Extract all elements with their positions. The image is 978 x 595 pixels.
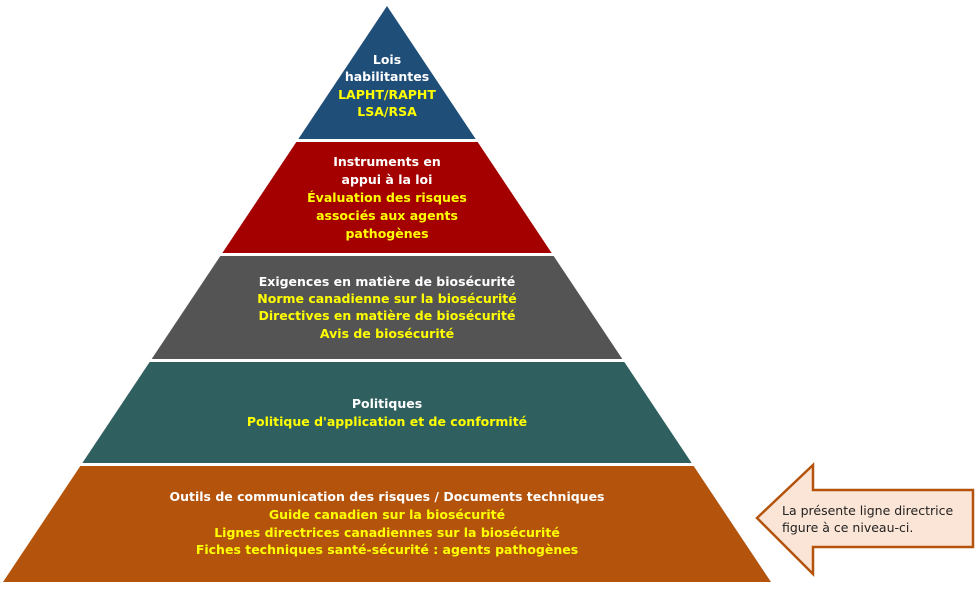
level-1-text: Lois habilitantes LAPHT/RAPHT LSA/RSA — [338, 52, 436, 119]
pyramid-level-3 — [151, 256, 623, 359]
level-2-detail: associés aux agents — [316, 208, 458, 223]
level-1-detail: LSA/RSA — [357, 104, 417, 119]
left-arrow-shape — [755, 462, 975, 578]
callout-arrow: La présente ligne directrice figure à ce… — [755, 462, 975, 578]
level-1-title: habilitantes — [345, 69, 429, 84]
level-4-detail: Politique d'application et de conformité — [247, 414, 527, 429]
level-2-title: Instruments en — [333, 154, 441, 169]
level-1-detail: LAPHT/RAPHT — [338, 87, 436, 102]
level-2-text: Instruments en appui à la loi Évaluation… — [307, 154, 467, 241]
level-3-title: Exigences en matière de biosécurité — [259, 274, 516, 289]
pyramid-level-4 — [82, 362, 692, 463]
level-4-text: Politiques Politique d'application et de… — [247, 396, 527, 429]
level-3-text: Exigences en matière de biosécurité Norm… — [257, 274, 516, 341]
pyramid-level-2 — [222, 142, 552, 253]
level-2-title: appui à la loi — [342, 172, 433, 187]
level-2-detail: pathogènes — [345, 226, 428, 241]
level-1-title: Lois — [373, 52, 401, 67]
pyramid-level-5 — [3, 466, 771, 582]
level-4-title: Politiques — [352, 396, 422, 411]
level-5-text: Outils de communication des risques / Do… — [169, 489, 604, 557]
level-5-title: Outils de communication des risques / Do… — [169, 489, 604, 504]
level-3-detail: Avis de biosécurité — [320, 326, 454, 341]
pyramid-level-1 — [298, 6, 476, 139]
level-2-detail: Évaluation des risques — [307, 190, 467, 205]
callout-text: La présente ligne directrice — [782, 503, 953, 518]
level-3-detail: Norme canadienne sur la biosécurité — [257, 291, 516, 306]
callout-text: figure à ce niveau-ci. — [782, 520, 913, 535]
level-3-detail: Directives en matière de biosécurité — [258, 308, 515, 323]
level-5-detail: Fiches techniques santé-sécurité : agent… — [196, 542, 578, 557]
level-5-detail: Guide canadien sur la biosécurité — [269, 507, 505, 522]
level-5-detail: Lignes directrices canadiennes sur la bi… — [214, 525, 560, 540]
